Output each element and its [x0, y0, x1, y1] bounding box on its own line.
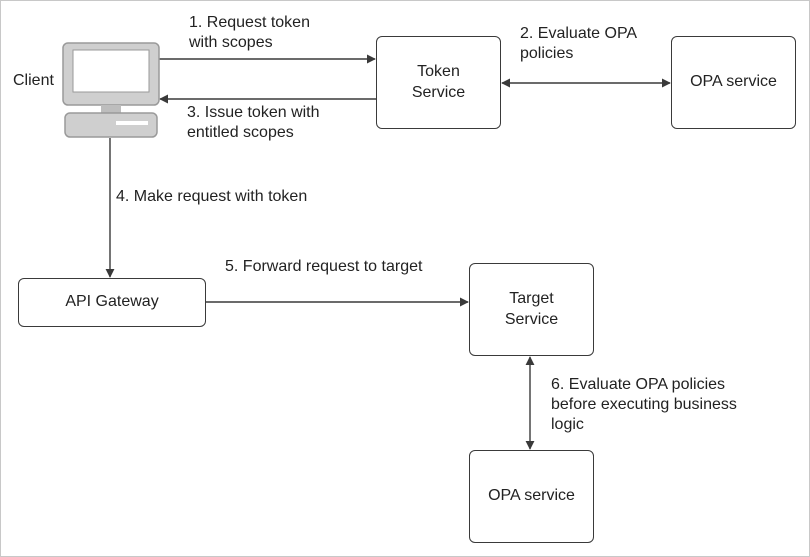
- opa-service-bottom-label: OPA service: [488, 487, 575, 505]
- client-computer-icon: [62, 42, 160, 138]
- token-service-label: Token Service: [411, 62, 466, 101]
- opa-service-top-label: OPA service: [690, 73, 777, 91]
- step-1-label: 1. Request token with scopes: [189, 14, 310, 51]
- token-service-box: Token Service: [376, 36, 501, 129]
- opa-service-top-box: OPA service: [671, 36, 796, 129]
- client-label: Client: [13, 72, 54, 89]
- opa-service-bottom-box: OPA service: [469, 450, 594, 543]
- step-2-label: 2. Evaluate OPA policies: [520, 25, 638, 62]
- api-gateway-box: API Gateway: [18, 278, 206, 327]
- target-service-box: Target Service: [469, 263, 594, 356]
- target-service-label: Target Service: [504, 289, 559, 328]
- step-4-label: 4. Make request with token: [116, 188, 308, 205]
- api-gateway-label: API Gateway: [65, 293, 159, 311]
- step-5-label: 5. Forward request to target: [225, 258, 423, 275]
- step-6-label: 6. Evaluate OPA policies before executin…: [551, 376, 737, 433]
- step-3-label: 3. Issue token with entitled scopes: [187, 104, 320, 141]
